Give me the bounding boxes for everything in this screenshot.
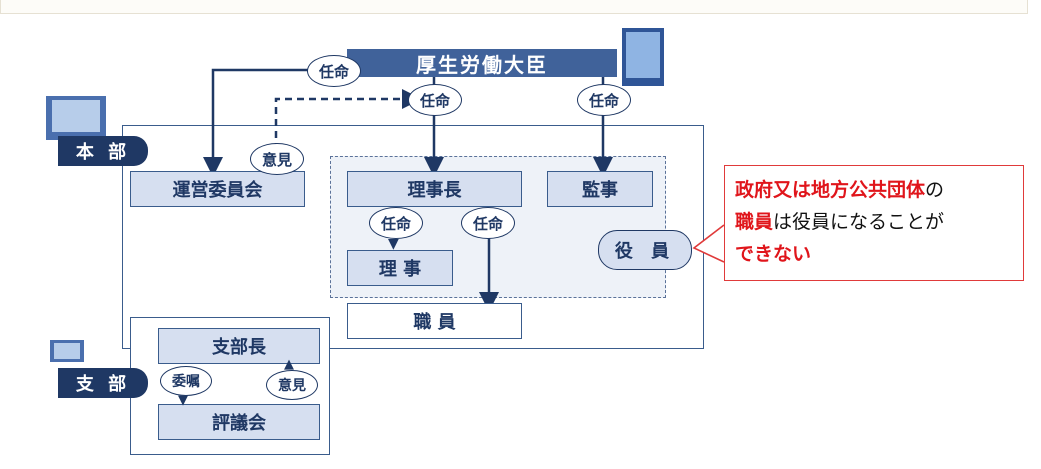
- down-triangle-icon: ▼: [178, 393, 188, 408]
- appoint-badge-director: 任命: [369, 207, 423, 239]
- up-triangle-icon: ▲: [284, 357, 294, 372]
- shibu-tag: 支 部: [58, 368, 148, 398]
- appoint-badge-staff: 任命: [461, 207, 515, 239]
- callout-red-2: 職員: [735, 211, 774, 233]
- callout-text-2: は役員になることが: [773, 211, 945, 233]
- appoint-badge-auditor: 任命: [577, 84, 631, 116]
- minister-box: 厚生労働大臣: [347, 49, 617, 77]
- commission-badge: 委嘱: [160, 366, 212, 396]
- officers-label: 役 員: [598, 230, 692, 270]
- honbu-tag: 本 部: [58, 136, 148, 166]
- building-icon-minister: [622, 28, 664, 86]
- auditor-box: 監事: [547, 171, 653, 207]
- top-frame: [0, 0, 1028, 14]
- building-icon-shibu: [50, 340, 84, 362]
- committee-box: 運営委員会: [130, 171, 305, 207]
- down-triangle-icon: ▼: [388, 236, 399, 252]
- callout-text-1: の: [925, 179, 945, 201]
- chairman-box: 理事長: [347, 171, 522, 207]
- opinion-badge-branch: 意見: [266, 370, 318, 400]
- callout-red-1: 政府又は地方公共団体: [735, 179, 926, 201]
- callout-red-3: できない: [735, 243, 812, 265]
- staff-box: 職 員: [347, 303, 522, 339]
- appoint-badge-committee: 任命: [307, 55, 361, 87]
- restriction-callout: 政府又は地方公共団体の 職員は役員になることが できない: [724, 165, 1024, 281]
- building-icon-honbu: [46, 96, 106, 140]
- director-box: 理 事: [347, 250, 453, 286]
- branch-head-box: 支部長: [158, 328, 320, 364]
- opinion-badge-committee: 意見: [250, 143, 304, 175]
- appoint-badge-chairman: 任命: [408, 84, 462, 116]
- council-box: 評議会: [158, 404, 320, 440]
